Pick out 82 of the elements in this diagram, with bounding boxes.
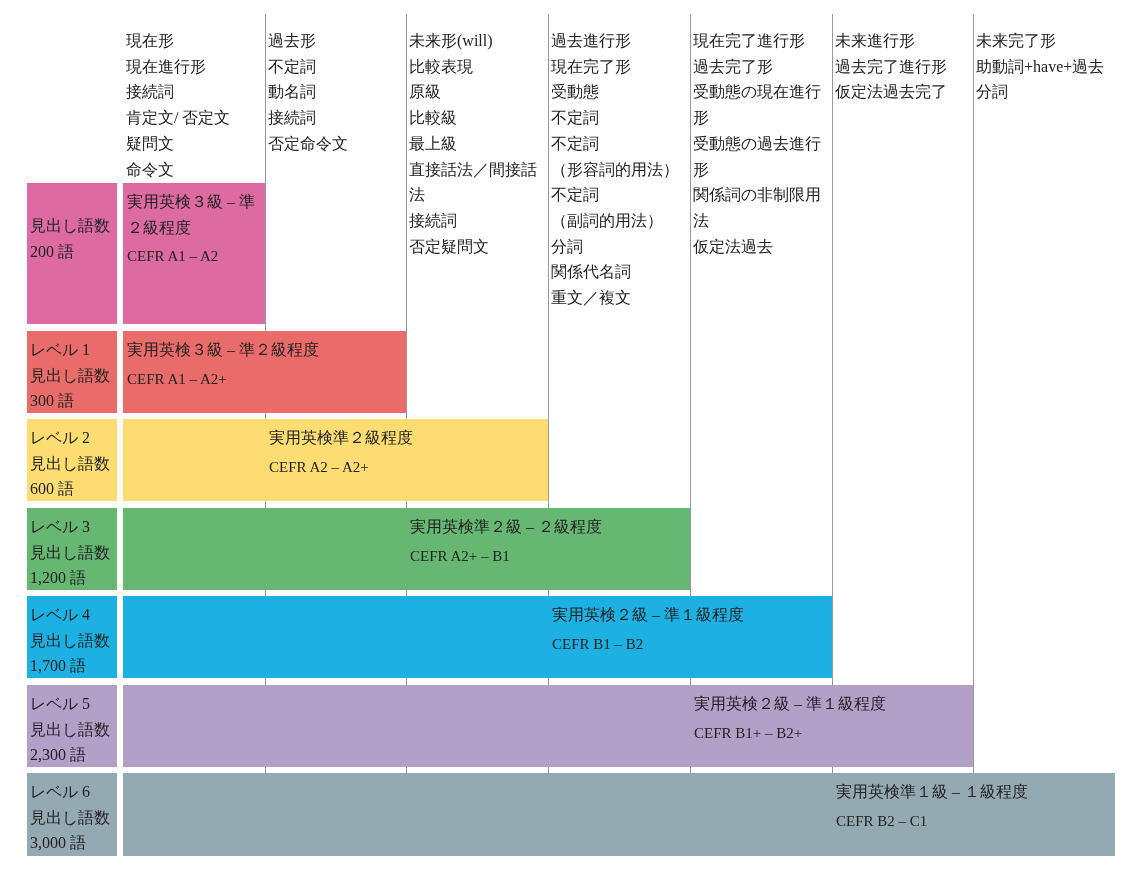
- cefr-range: CEFR B1+ – B2+: [694, 723, 803, 743]
- word-count: 見出し語数1,200 語: [30, 542, 111, 589]
- grammar-item: 比較表現: [409, 56, 473, 77]
- grammar-item: 関係代名詞: [551, 262, 631, 283]
- level-box: [27, 419, 117, 501]
- level-box: [27, 331, 117, 413]
- grammar-item: 最上級: [409, 133, 457, 154]
- exam-grade: 実用英検２級 – 準１級程度: [552, 605, 744, 625]
- grammar-item: 分詞: [551, 236, 583, 257]
- grammar-item: 接続詞: [268, 108, 316, 129]
- level-name: レベル 1: [30, 340, 90, 360]
- level-box: [27, 685, 117, 767]
- grammar-item: 現在完了形: [551, 56, 631, 77]
- word-count: 見出し語数3,000 語: [30, 807, 111, 854]
- word-count: 見出し語数200 語: [30, 216, 111, 262]
- grammar-item: 接続詞: [126, 82, 174, 103]
- level-band: [123, 419, 548, 501]
- grammar-item: 肯定文/ 否定文: [126, 108, 231, 129]
- grammar-item: 助動詞+have+過去分詞: [976, 56, 1106, 103]
- level-name: レベル 4: [30, 605, 90, 625]
- grammar-item: 接続詞: [409, 210, 457, 231]
- grammar-item: 命令文: [126, 159, 174, 180]
- grammar-item: 否定疑問文: [409, 236, 489, 257]
- cefr-range: CEFR A2+ – B1: [410, 546, 510, 566]
- level-box: [27, 508, 117, 590]
- grammar-item: 受動態: [551, 82, 599, 103]
- word-count: 見出し語数300 語: [30, 365, 111, 412]
- exam-grade: 実用英検３級 – 準２級程度: [127, 192, 256, 238]
- grammar-item: 仮定法過去: [693, 236, 773, 257]
- grammar-item: 過去形: [268, 31, 316, 51]
- grammar-item: 現在完了進行形: [693, 31, 805, 51]
- level-name: レベル 5: [30, 694, 90, 714]
- grammar-item: 不定詞: [551, 185, 599, 206]
- cefr-range: CEFR A1 – A2: [127, 247, 219, 267]
- exam-grade: 実用英検３級 – 準２級程度: [127, 340, 319, 360]
- level-band: [123, 183, 265, 324]
- level-box: [27, 773, 117, 856]
- grammar-item: 受動態の過去進行形: [693, 133, 822, 180]
- grammar-item: 現在形: [126, 31, 174, 51]
- exam-grade: 実用英検２級 – 準１級程度: [694, 694, 886, 714]
- grammar-item: 現在進行形: [126, 56, 206, 77]
- grammar-item: 受動態の現在進行形: [693, 82, 822, 129]
- level-name: レベル 3: [30, 517, 90, 537]
- grammar-item: 否定命令文: [268, 133, 348, 154]
- level-band: [123, 596, 832, 678]
- cefr-range: CEFR B2 – C1: [836, 811, 928, 831]
- level-band: [123, 508, 690, 590]
- word-count: 見出し語数2,300 語: [30, 719, 111, 766]
- grammar-item: 関係詞の非制限用法: [693, 185, 822, 231]
- level-box: [27, 183, 117, 324]
- level-band: [123, 685, 973, 767]
- grammar-item: 未来完了形: [976, 31, 1056, 51]
- grammar-item: 過去完了進行形: [835, 56, 947, 77]
- grammar-item: （形容詞的用法）: [551, 159, 679, 180]
- grammar-item: 不定詞: [268, 56, 316, 77]
- exam-grade: 実用英検準２級 – ２級程度: [410, 517, 602, 537]
- cefr-range: CEFR B1 – B2: [552, 634, 644, 654]
- word-count: 見出し語数1,700 語: [30, 630, 111, 677]
- grammar-item: 重文／複文: [551, 288, 631, 309]
- grammar-item: 直接話法／間接話法: [409, 159, 538, 206]
- grammar-item: 未来形(will): [409, 31, 493, 52]
- exam-grade: 実用英検準１級 – １級程度: [836, 782, 1028, 802]
- grammar-item: 疑問文: [126, 133, 174, 154]
- cefr-range: CEFR A1 – A2+: [127, 369, 227, 389]
- grammar-item: 不定詞: [551, 133, 599, 154]
- level-band: [123, 773, 1115, 856]
- grammar-item: 過去完了形: [693, 56, 773, 77]
- grammar-item: 比較級: [409, 108, 457, 129]
- grammar-item: 過去進行形: [551, 31, 631, 51]
- level-box: [27, 596, 117, 678]
- grammar-item: 動名詞: [268, 82, 316, 103]
- grammar-item: 原級: [409, 82, 441, 103]
- exam-grade: 実用英検準２級程度: [269, 428, 413, 448]
- level-name: レベル 6: [30, 782, 90, 802]
- level-band: [123, 331, 406, 413]
- grammar-item: 仮定法過去完了: [835, 82, 947, 103]
- grammar-item: （副詞的用法）: [551, 210, 663, 231]
- word-count: 見出し語数600 語: [30, 453, 111, 500]
- level-name: レベル 2: [30, 428, 90, 448]
- grammar-item: 未来進行形: [835, 31, 915, 51]
- grammar-item: 不定詞: [551, 108, 599, 129]
- cefr-range: CEFR A2 – A2+: [269, 457, 369, 477]
